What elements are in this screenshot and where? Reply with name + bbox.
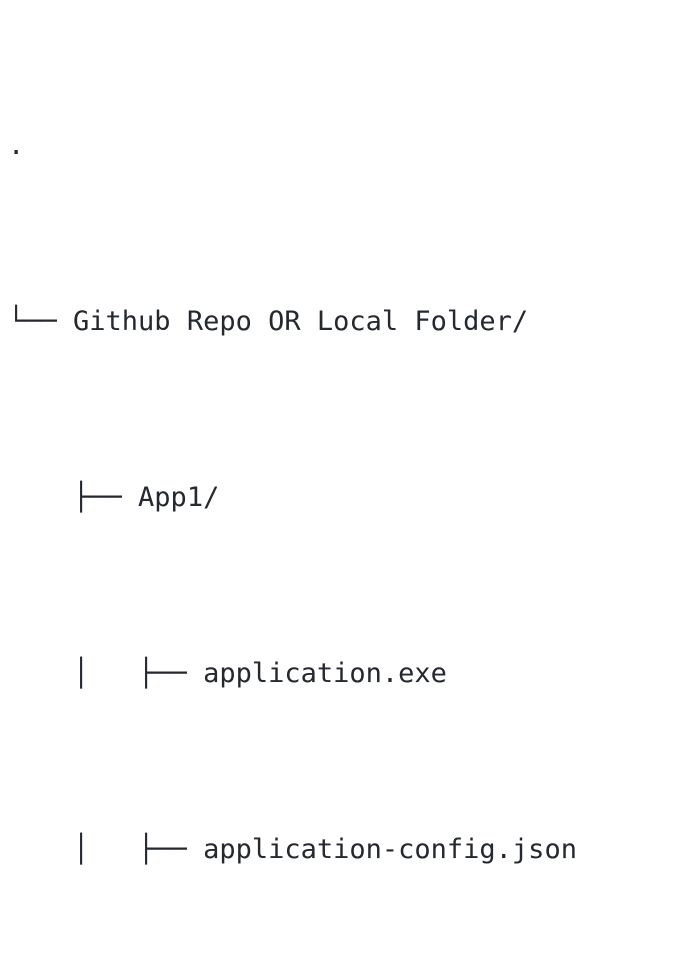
tree-branch-prefix: ├── <box>8 482 139 513</box>
tree-line: │ ├── application.exe <box>8 652 690 696</box>
tree-line: . <box>8 124 690 168</box>
tree-branch-prefix: │ ├── <box>8 658 204 689</box>
tree-branch-prefix: │ ├── <box>8 834 204 865</box>
tree-folder-label: Github Repo OR Local Folder/ <box>73 306 529 337</box>
tree-branch-prefix: └── <box>8 306 74 337</box>
tree-file-label: application-config.json <box>203 834 577 865</box>
tree-line: │ ├── application-config.json <box>8 828 690 872</box>
tree-line: └── Github Repo OR Local Folder/ <box>8 300 690 344</box>
tree-file-label: application.exe <box>203 658 447 689</box>
tree-root-label: . <box>8 130 25 161</box>
tree-line: ├── App1/ <box>8 476 690 520</box>
tree-folder-label: App1/ <box>138 482 220 513</box>
